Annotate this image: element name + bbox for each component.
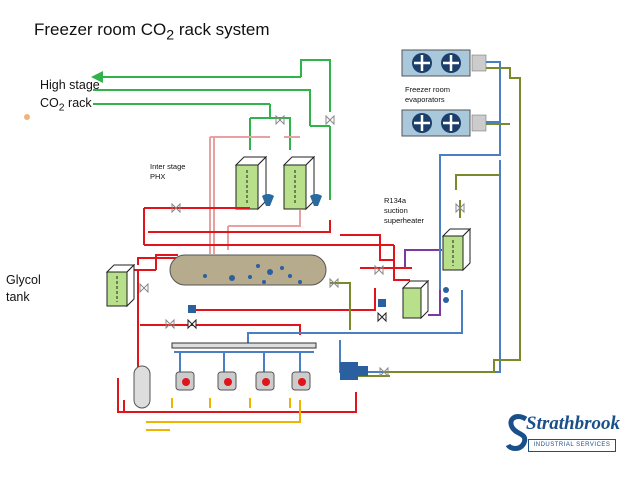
- green-lines: [91, 59, 331, 200]
- strathbrook-logo: Strathbrook INDUSTRIAL SERVICES: [506, 413, 620, 461]
- compressors: [175, 371, 311, 391]
- interstage-phx-label: Inter stage PHX: [150, 162, 186, 181]
- blue-lines: [174, 61, 501, 375]
- high-stage-label: High stage CO2 rack: [40, 78, 100, 114]
- co2-receiver: [169, 254, 327, 286]
- slide-bullet: [24, 114, 30, 120]
- yellow-lines: [146, 398, 301, 431]
- r134a-hx: [401, 227, 472, 320]
- page-title: Freezer room CO2 rack system: [34, 20, 270, 44]
- oil-separator: [133, 365, 151, 409]
- interstage-phx: [234, 155, 322, 211]
- valves: [139, 114, 465, 378]
- suction-header: [171, 342, 317, 349]
- freezer-evaporators: [401, 49, 487, 137]
- glycol-hx: [105, 263, 136, 308]
- purple-lines: [404, 249, 442, 316]
- control-valves: [187, 299, 387, 330]
- r134a-superheater-label: R134a suction superheater: [384, 196, 425, 225]
- glycol-tank-label: Glycol tank: [6, 273, 41, 304]
- logo-tagline: INDUSTRIAL SERVICES: [528, 439, 616, 452]
- logo-s-icon: [506, 414, 528, 451]
- logo-name: Strathbrook: [526, 413, 620, 434]
- olive-lines: [330, 67, 521, 377]
- co2-pump: [340, 362, 368, 380]
- evaporators-label: Freezer room evaporators: [405, 85, 451, 104]
